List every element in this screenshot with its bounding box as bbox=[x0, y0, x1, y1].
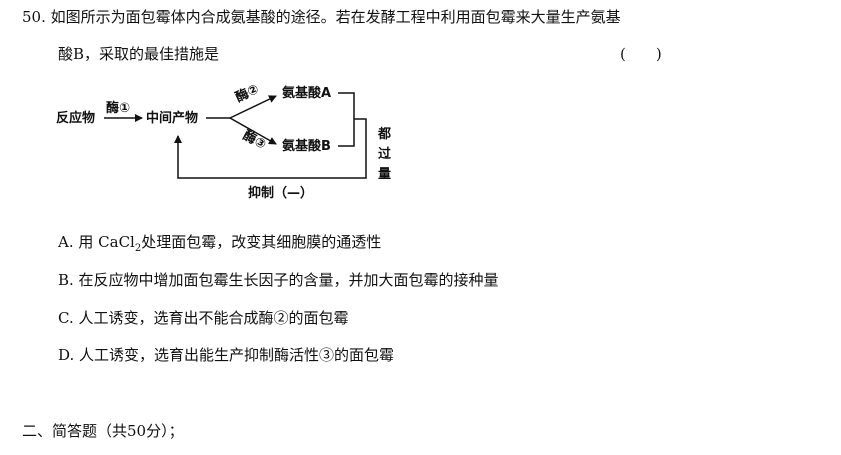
amino-b-label: 氨基酸B bbox=[281, 138, 331, 154]
question-number: 50. bbox=[22, 8, 46, 26]
option-b: B. 在反应物中增加面包霉生长因子的含量，并加大面包霉的接种量 bbox=[58, 271, 499, 289]
arrow-enzyme2 bbox=[229, 95, 277, 119]
option-c: C. 人工诱变，选育出不能合成酶②的面包霉 bbox=[58, 309, 349, 327]
pathway-diagram: 反应物 酶① 中间产物 酶② 酶③ 氨基酸A 氨基酸B 都 过 量 抑制（—） bbox=[56, 82, 391, 200]
question-line-1: 50. 如图所示为面包霉体内合成氨基酸的途径。若在发酵工程中利用面包霉来大量生产… bbox=[22, 7, 621, 27]
option-a: A. 用 CaCl2处理面包霉，改变其细胞膜的通透性 bbox=[58, 232, 381, 259]
reactant-label: 反应物 bbox=[56, 110, 95, 126]
amino-a-label: 氨基酸A bbox=[281, 85, 331, 101]
option-a-text-1: 用 CaCl bbox=[78, 233, 135, 251]
bracket-inner bbox=[338, 92, 355, 147]
enzyme2-label: 酶② bbox=[233, 82, 262, 106]
inhibit-label: 抑制（—） bbox=[248, 185, 313, 200]
enzyme1-label: 酶① bbox=[106, 100, 130, 116]
question-text-2: 酸B，采取的最佳措施是 bbox=[58, 45, 220, 63]
excess-char-2: 过 bbox=[378, 146, 391, 162]
answer-paren: ( ) bbox=[620, 45, 662, 63]
excess-char-3: 量 bbox=[378, 167, 391, 182]
section-heading: 二、简答题（共50分）； bbox=[22, 422, 184, 440]
question-text-1: 如图所示为面包霉体内合成氨基酸的途径。若在发酵工程中利用面包霉来大量生产氨基 bbox=[50, 8, 621, 26]
enzyme3-label: 酶③ bbox=[240, 127, 269, 152]
option-a-text-2: 处理面包霉，改变其细胞膜的通透性 bbox=[141, 233, 382, 251]
option-a-subscript: 2 bbox=[134, 243, 142, 254]
feedback-line bbox=[174, 118, 367, 179]
option-d: D. 人工诱变，选育出能生产抑制酶活性③的面包霉 bbox=[58, 346, 395, 364]
excess-char-1: 都 bbox=[377, 126, 391, 142]
intermediate-label: 中间产物 bbox=[146, 110, 198, 126]
option-a-prefix: A. bbox=[58, 233, 74, 251]
arrow-enzyme3 bbox=[229, 117, 277, 145]
